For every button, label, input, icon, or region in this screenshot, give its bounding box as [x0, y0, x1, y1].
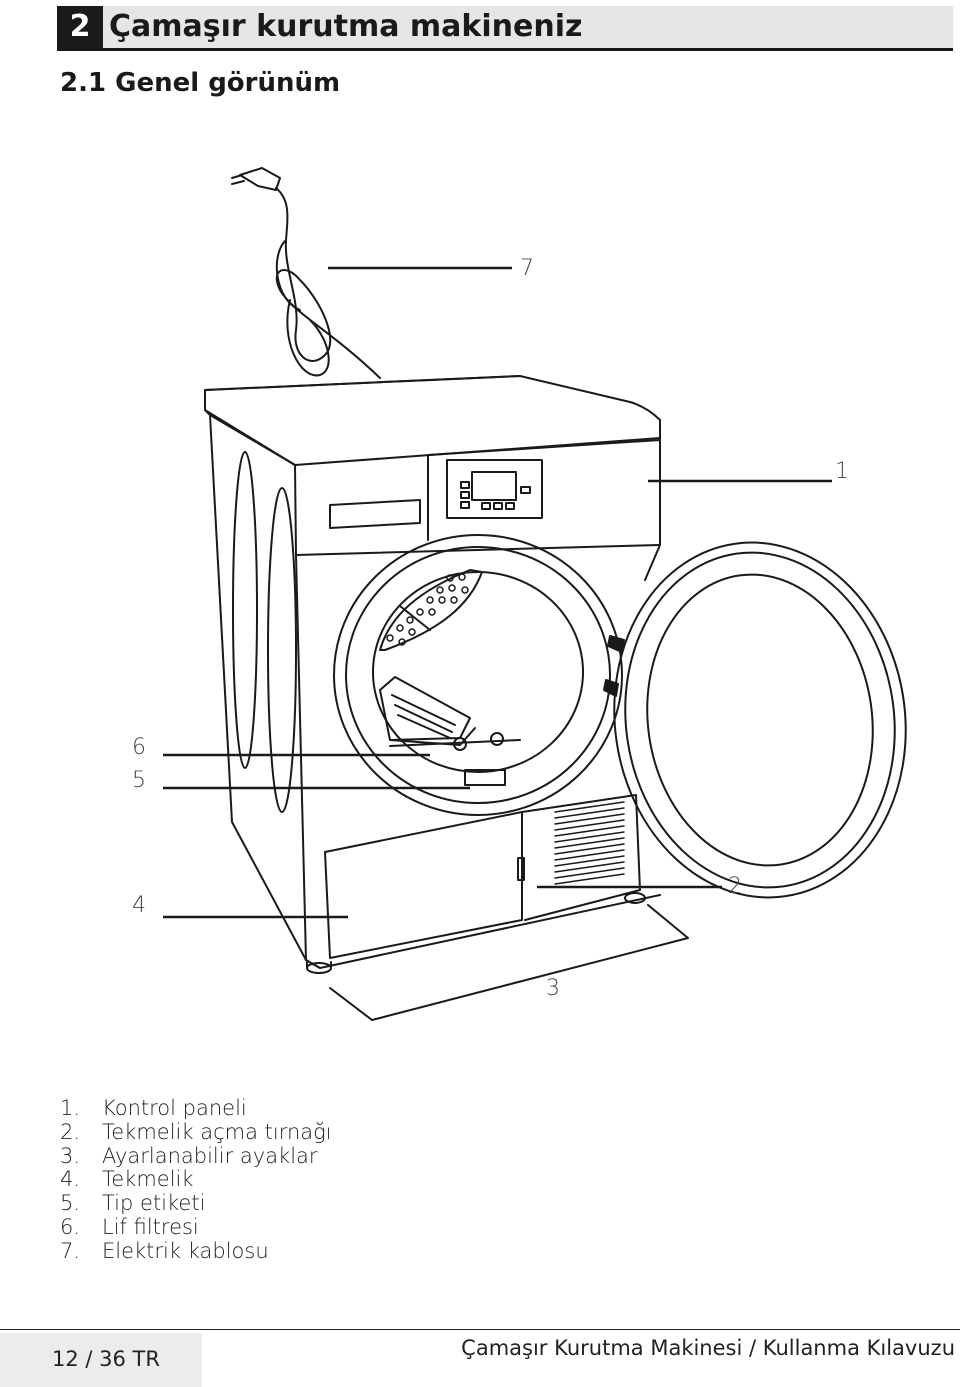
- callout-5: 5: [132, 768, 146, 793]
- chapter-header: 2 Çamaşır kurutma makineniz: [57, 6, 953, 51]
- chapter-title: Çamaşır kurutma makineniz: [109, 9, 583, 44]
- callout-4: 4: [132, 893, 146, 918]
- page-number: 12 / 36 TR: [52, 1347, 160, 1371]
- legend-item: 4.Tekmelik: [60, 1167, 194, 1192]
- legend-item: 6.Lif filtresi: [60, 1214, 199, 1239]
- page-number-box: [0, 1333, 202, 1387]
- footer-divider: [0, 1329, 960, 1330]
- chapter-number: 2: [57, 6, 103, 48]
- power-cord-drawing: [231, 167, 381, 379]
- callout-1: 1: [835, 459, 849, 484]
- legend-item: 1.Kontrol paneli: [60, 1096, 247, 1120]
- callout-7: 7: [520, 256, 534, 281]
- callout-3: 3: [546, 976, 560, 1001]
- callout-6: 6: [132, 735, 146, 760]
- footer-title: Çamaşır Kurutma Makinesi / Kullanma Kıla…: [461, 1336, 955, 1360]
- legend-item: 5.Tip etiketi: [60, 1191, 206, 1216]
- dryer-illustration: 7 1 6 5 4 2 3: [132, 167, 907, 1021]
- section-title: 2.1 Genel görünüm: [60, 68, 341, 98]
- parts-legend: 1.Kontrol paneli 2.Tekmelik açma tırnağı…: [60, 1096, 332, 1264]
- callout-2: 2: [728, 874, 742, 899]
- legend-item: 3.Ayarlanabilir ayaklar: [60, 1143, 318, 1168]
- legend-item: 7.Elektrik kablosu: [60, 1238, 269, 1263]
- legend-item: 2.Tekmelik açma tırnağı: [60, 1119, 332, 1144]
